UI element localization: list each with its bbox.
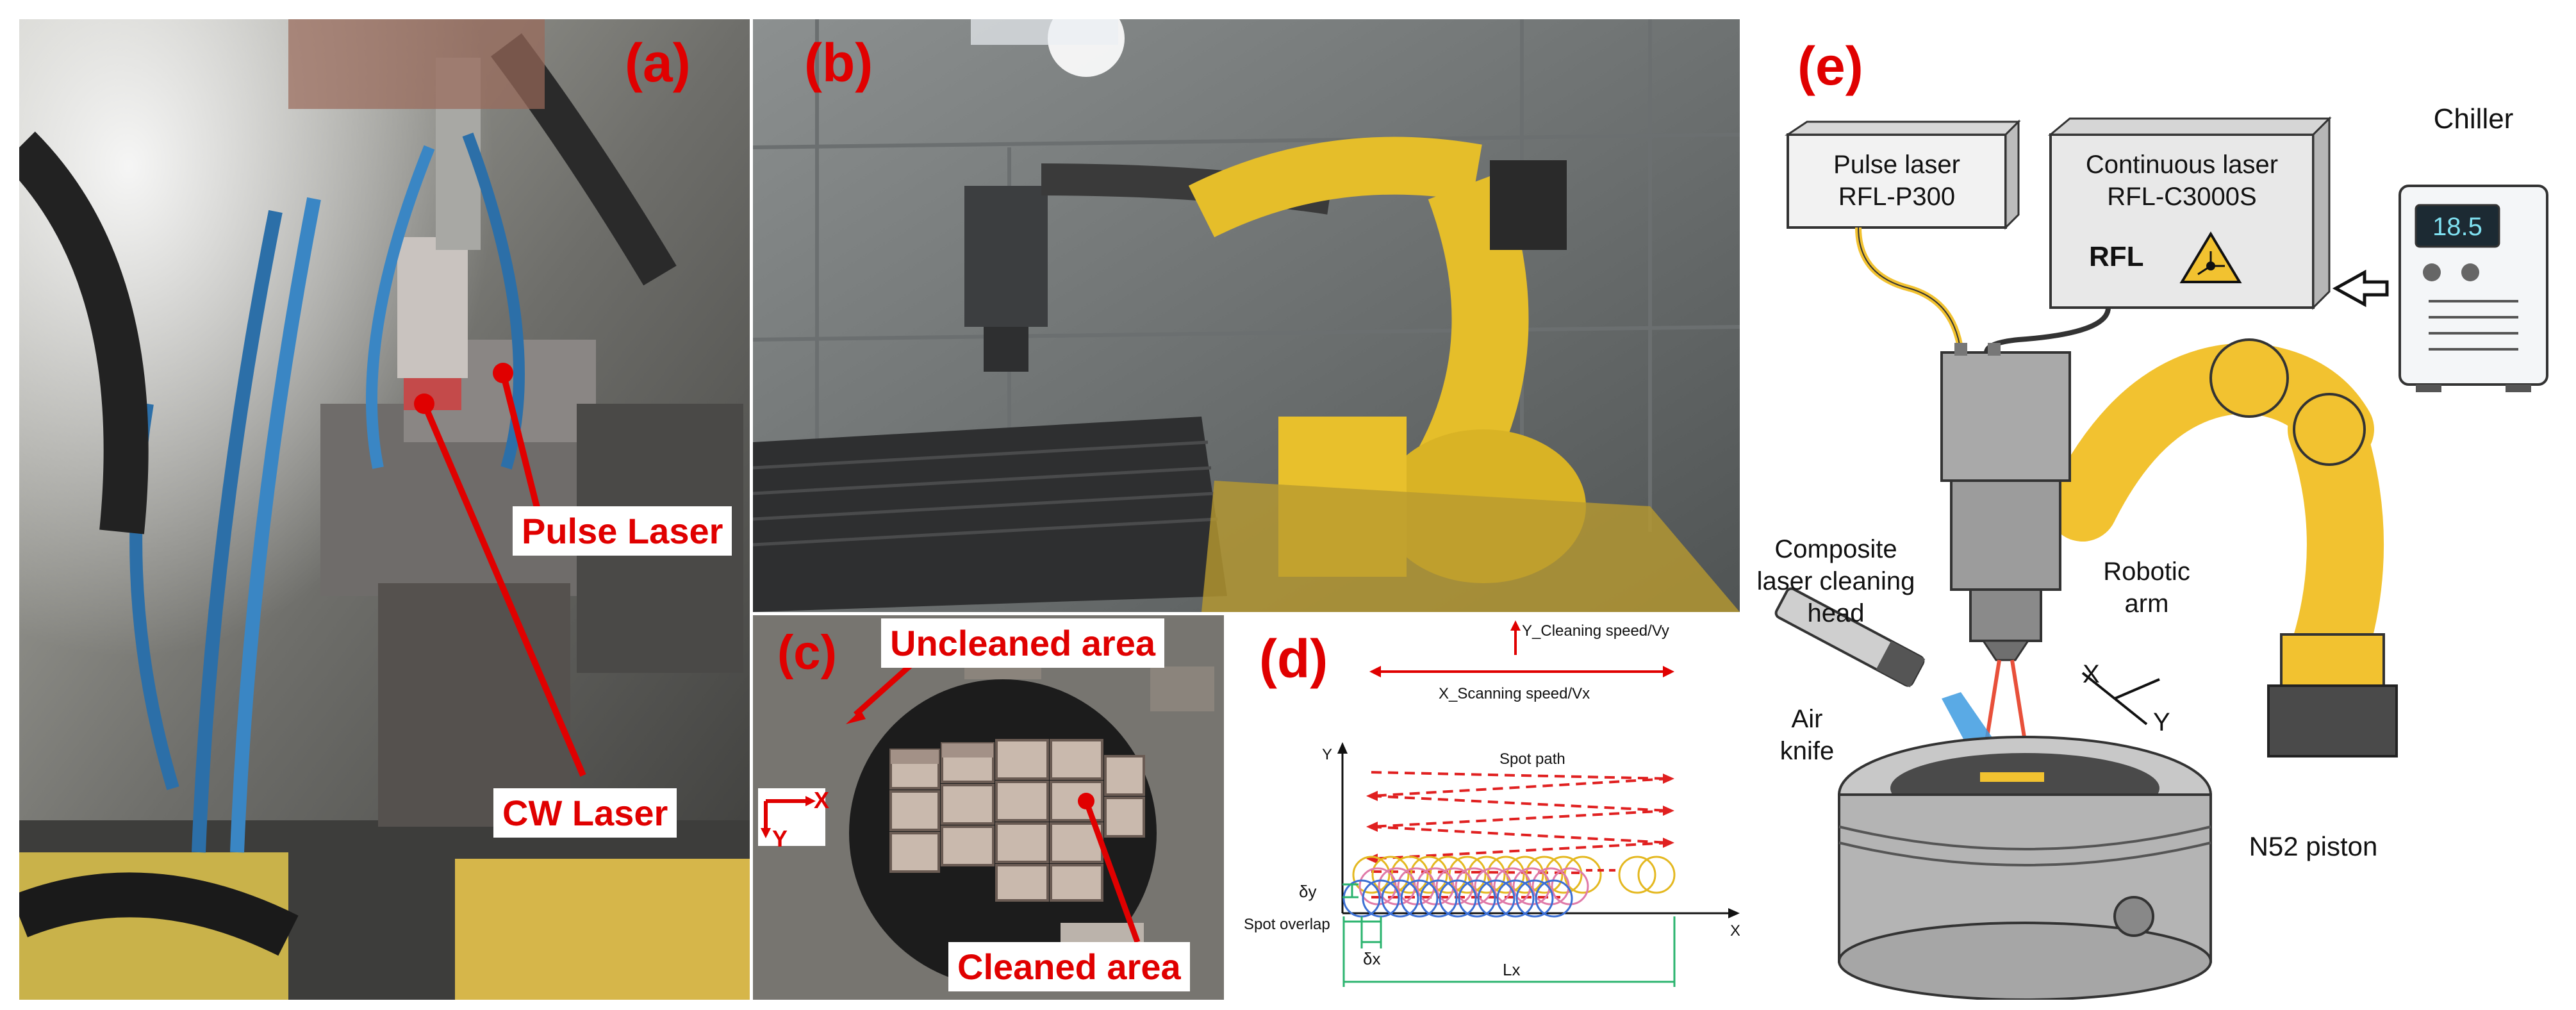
piston-label: N52 piston	[2249, 831, 2378, 861]
chiller-arrow-icon	[2332, 269, 2389, 308]
lx-label: Lx	[1503, 960, 1520, 979]
head-label-line2: laser cleaning	[1757, 567, 1915, 595]
spot-path-label: Spot path	[1499, 750, 1565, 768]
photo-panel-a: (a) Pulse Laser CW Laser	[19, 19, 750, 1000]
axis-label-x-c: X	[814, 787, 830, 813]
diagram-panel-d: Y_Cleaning speed/Vy X_Scanning speed/Vx …	[1227, 615, 1740, 1000]
air-knife-line1: Air	[1792, 705, 1823, 733]
axis-label-y-c: Y	[772, 825, 788, 852]
photo-c-illustration	[753, 615, 1224, 1000]
panel-label-e: (e)	[1797, 36, 1863, 96]
schematic-e-illustration: Pulse laser RFL-P300 Continuous laser RF…	[1757, 103, 2548, 1000]
continuous-laser-line2: RFL-C3000S	[2107, 183, 2256, 211]
callout-lines-a	[414, 363, 586, 777]
delta-x-label: δx	[1363, 949, 1380, 968]
delta-y-label: δy	[1299, 882, 1316, 901]
axis-y-label: Y	[1322, 746, 1332, 763]
callout-lines-c	[761, 658, 1141, 943]
chiller-title: Chiller	[2434, 103, 2514, 135]
callout-uncleaned-area: Uncleaned area	[881, 618, 1164, 668]
callout-pulse-laser: Pulse Laser	[513, 506, 732, 556]
schematic-y-label: Y	[2153, 708, 2170, 736]
y-speed-label: Y_Cleaning speed/Vy	[1522, 622, 1669, 640]
photo-panel-c: (c) Uncleaned area Cleaned area X Y	[753, 615, 1224, 1000]
x-speed-label: X_Scanning speed/Vx	[1439, 685, 1590, 702]
photo-panel-b: (b)	[753, 19, 1740, 612]
chiller-display: 18.5	[2432, 213, 2482, 241]
laser-warning-icon	[2179, 231, 2242, 283]
spot-overlap-label: Spot overlap	[1244, 916, 1330, 933]
pulse-laser-line1: Pulse laser	[1833, 151, 1960, 179]
callout-cleaned-area: Cleaned area	[948, 942, 1190, 991]
pulse-laser-line2: RFL-P300	[1838, 183, 1955, 211]
air-knife-line2: knife	[1780, 737, 1835, 765]
photo-b-illustration	[753, 19, 1740, 612]
panel-label-b: (b)	[804, 33, 873, 93]
callout-cw-laser: CW Laser	[493, 788, 677, 838]
axis-x-label: X	[1730, 922, 1740, 940]
schematic-panel-e: Pulse laser RFL-P300 Continuous laser RF…	[1749, 19, 2563, 1000]
head-label-line1: Composite	[1774, 535, 1897, 563]
continuous-laser-line1: Continuous laser	[2086, 151, 2278, 179]
rfl-brand-logo: RFL	[2089, 241, 2144, 272]
panel-label-a: (a)	[625, 33, 691, 93]
arm-label-line2: arm	[2125, 590, 2169, 618]
panel-label-c: (c)	[777, 625, 837, 680]
scan-path-diagram: Y_Cleaning speed/Vy X_Scanning speed/Vx …	[1244, 620, 1740, 987]
head-label-line3: head	[1808, 599, 1865, 627]
panel-label-d: (d)	[1259, 629, 1328, 689]
schematic-x-label: X	[2083, 660, 2100, 688]
arm-label-line1: Robotic	[2103, 558, 2190, 586]
